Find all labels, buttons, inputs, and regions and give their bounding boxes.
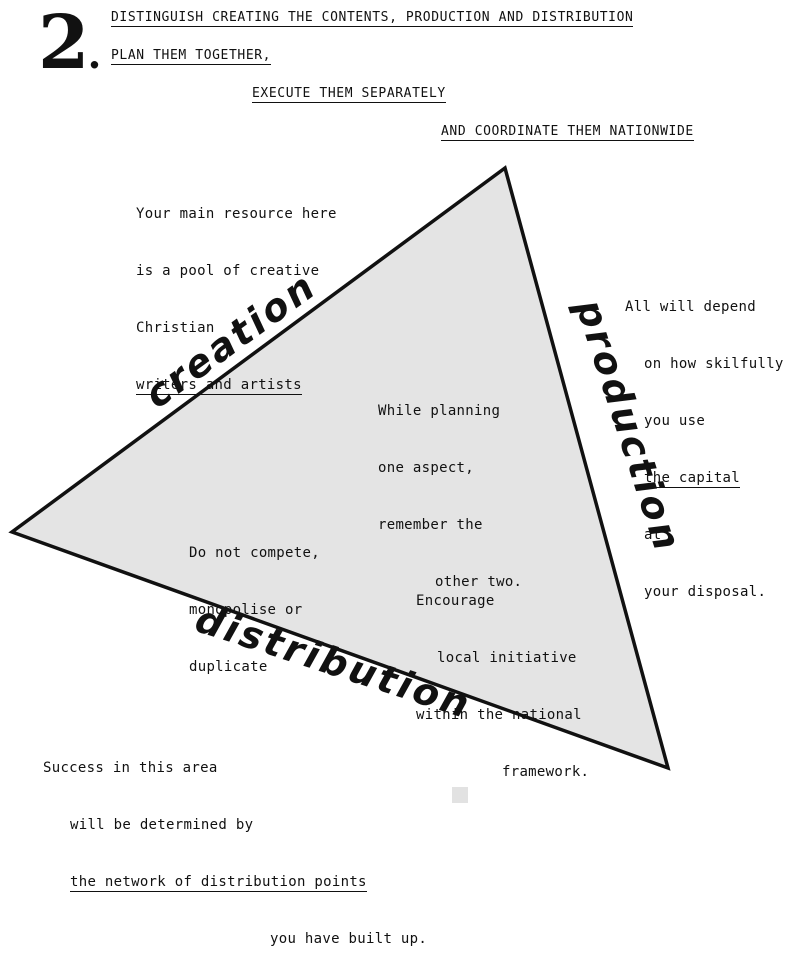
note-distribution-line: will be determined by [70, 817, 254, 833]
note-compete-line: duplicate [189, 659, 268, 675]
note-creation-line: Christian [136, 320, 215, 336]
triangle-shape [8, 165, 671, 771]
note-compete-line: monopolise or [189, 602, 303, 618]
heading-line-1: DISTINGUISH CREATING THE CONTENTS, PRODU… [111, 10, 634, 27]
note-creation-line: Your main resource here [136, 206, 337, 222]
note-distribution-underlined: the network of distribution points [70, 874, 367, 892]
note-production-line: you use [644, 413, 706, 429]
heading-line-2: PLAN THEM TOGETHER, [111, 48, 272, 65]
note-center: While planning one aspect, remember the … [378, 364, 522, 611]
note-production: All will depend on how skilfully you use… [625, 260, 784, 621]
heading-line-3: EXECUTE THEM SEPARATELY [252, 86, 446, 103]
note-production-line: your disposal. [644, 584, 767, 600]
note-center-line: one aspect, [378, 460, 475, 476]
note-production-line: at [644, 527, 662, 543]
note-local-line: within the national [416, 707, 582, 723]
note-center-line: remember the [378, 517, 483, 533]
note-distribution-line: you have built up. [270, 931, 428, 947]
note-local-line: local initiative [437, 650, 577, 666]
note-creation: Your main resource here is a pool of cre… [136, 167, 337, 414]
section-number: 2. [38, 0, 101, 86]
note-production-line: on how skilfully [644, 356, 784, 372]
note-distribution: Success in this area will be determined … [43, 721, 427, 968]
scan-artifact [452, 787, 468, 803]
note-local-line: Encourage [416, 593, 495, 609]
heading-line-4: AND COORDINATE THEM NATIONWIDE [441, 124, 694, 141]
note-compete-line: Do not compete, [189, 545, 320, 561]
note-local-line: framework. [502, 764, 590, 780]
triangle-diagram [8, 165, 671, 771]
note-local: Encourage local initiative within the na… [416, 554, 589, 801]
note-distribution-line: Success in this area [43, 760, 218, 776]
note-production-underlined: the capital [644, 470, 741, 488]
note-center-line: While planning [378, 403, 501, 419]
note-compete: Do not compete, monopolise or duplicate [189, 506, 320, 696]
note-creation-underlined: writers and artists [136, 377, 302, 395]
note-creation-line: is a pool of creative [136, 263, 320, 279]
note-production-line: All will depend [625, 299, 756, 315]
note-center-line: other two. [435, 574, 523, 590]
